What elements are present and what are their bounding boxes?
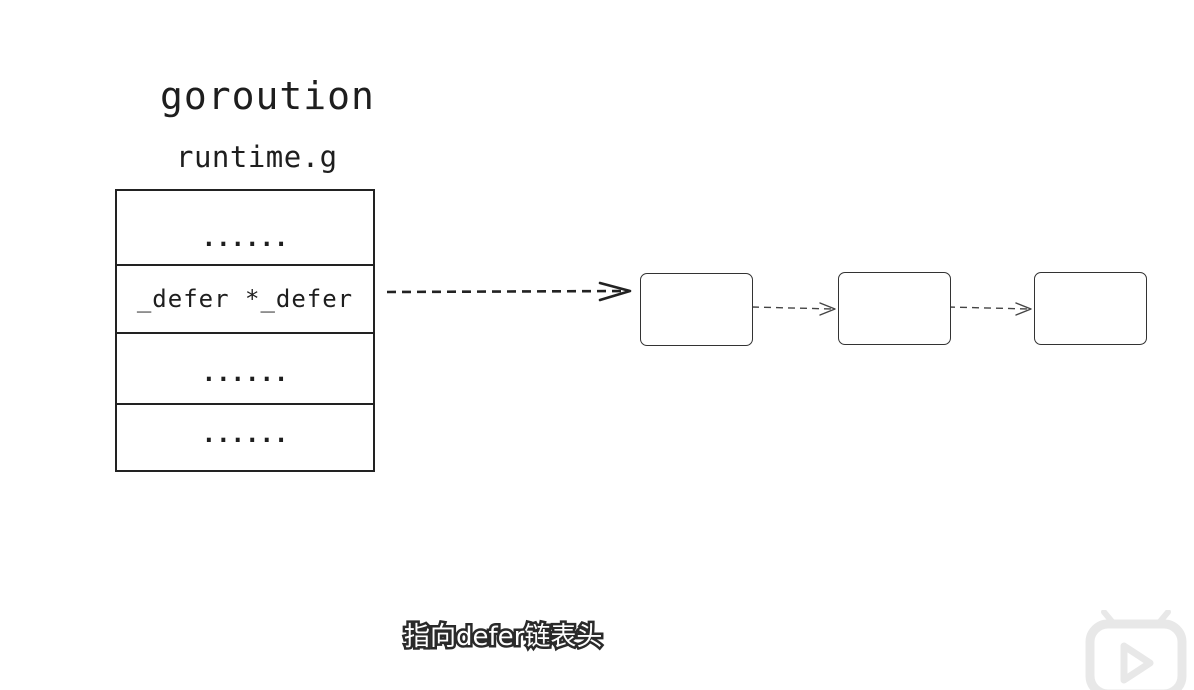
next-link-arrow xyxy=(947,302,1032,316)
diagram-title: goroution xyxy=(160,74,375,118)
defer-pointer-field: _defer *_defer xyxy=(117,266,373,334)
head-pointer-arrow xyxy=(386,281,632,302)
defer-list-node xyxy=(838,272,951,345)
defer-list-node xyxy=(640,273,753,346)
goroutine-struct-box: ...... _defer *_defer ...... ...... xyxy=(115,189,375,472)
struct-field-row: ...... xyxy=(117,334,373,405)
struct-field-row: ...... xyxy=(117,191,373,266)
defer-list-node xyxy=(1034,272,1147,345)
struct-field-row: ...... xyxy=(201,419,289,448)
video-subtitle: 指向defer链表头 xyxy=(401,620,604,655)
tv-play-icon xyxy=(1085,610,1187,690)
next-link-arrow xyxy=(751,302,836,316)
struct-type-label: runtime.g xyxy=(176,140,338,174)
